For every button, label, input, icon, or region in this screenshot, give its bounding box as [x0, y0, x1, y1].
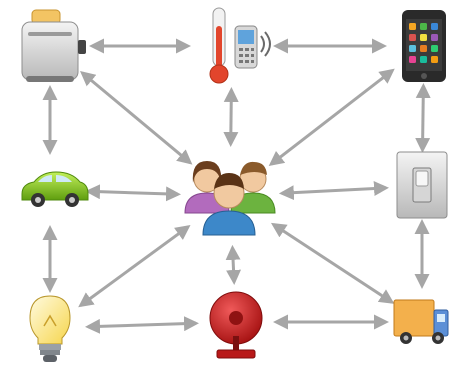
edge-people-to-light-switch — [278, 181, 389, 201]
edge-truck-to-people — [270, 222, 395, 304]
edge-smartphone-to-light-switch — [415, 83, 431, 153]
light-switch-icon — [396, 151, 448, 219]
alarm-bell-icon — [209, 291, 263, 359]
car-icon — [21, 171, 89, 207]
edge-light-bulb-to-people — [78, 225, 191, 308]
edge-people-to-alarm-bell — [225, 244, 242, 285]
person-front — [202, 173, 256, 236]
people-group-icon — [184, 161, 276, 236]
delivery-truck-icon — [393, 299, 449, 344]
edge-toaster-to-people — [79, 70, 193, 165]
edge-smartphone-to-people — [268, 68, 395, 167]
edges-layer — [42, 38, 431, 334]
smartphone-icon — [402, 10, 446, 82]
edge-car-to-people — [85, 184, 181, 202]
thermometer-and-cellphone-icon — [209, 7, 271, 84]
toaster-icon — [21, 9, 86, 82]
edge-light-bulb-to-alarm-bell — [85, 316, 199, 334]
light-bulb-icon — [29, 295, 71, 362]
edge-thermometer-phone-to-people — [223, 87, 239, 147]
